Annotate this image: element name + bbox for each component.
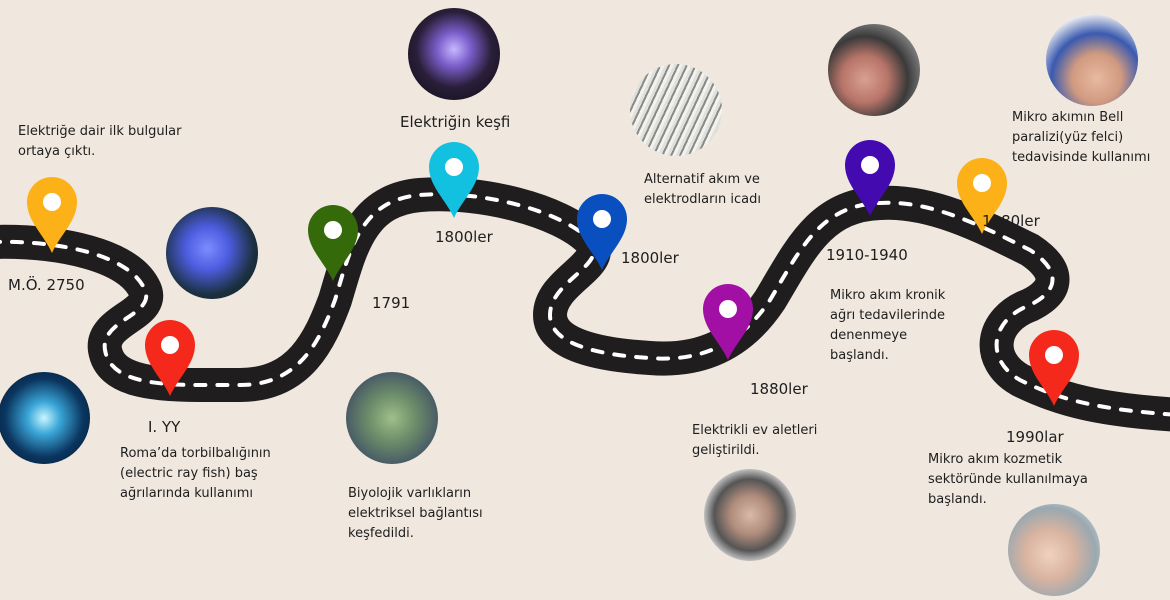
road-center-line [0,192,1170,417]
event-year: 1791 [372,294,411,312]
photo-face-microcurrent-top [1046,14,1138,106]
event-description: Mikro akım kozmetik sektöründe kullanılm… [928,450,1088,510]
map-pin-icon [1029,330,1079,406]
event-description: Elektriğin keşfi [400,112,510,132]
map-pin-icon [429,142,479,218]
event-year: 1990lar [1006,428,1064,446]
photo-glove-therapy [828,24,920,116]
event-year: M.Ö. 2750 [8,276,85,294]
map-pin-icon [957,158,1007,234]
event-year: 1880ler [750,380,808,398]
event-description: Elektrikli ev aletleri geliştirildi. [692,421,817,461]
event-description: Biyolojik varlıkların elektriksel bağlan… [348,484,483,544]
text-line: ortaya çıktı. [18,144,96,159]
map-pin-icon [308,205,358,281]
event-description: Mikro akım kronik ağrı tedavilerinde den… [830,286,945,366]
text-line: paralizi(yüz felci) [1012,130,1124,145]
text-line: Biyolojik varlıkların [348,486,472,501]
event-year: 1800ler [621,249,679,267]
text-line: başlandı. [830,348,889,363]
text-line: Alternatif akım ve [644,172,760,187]
event-description: Alternatif akım ve elektrodların icadı [644,170,761,210]
text-line: ağrılarında kullanımı [120,486,253,501]
text-line: tedavisinde kullanımı [1012,150,1151,165]
text-line: geliştirildi. [692,443,760,458]
map-pin-icon [27,177,77,253]
text-line: (electric ray fish) baş [120,466,258,481]
text-line: Mikro akım kozmetik [928,452,1063,467]
text-line: elektrodların icadı [644,192,761,207]
text-line: Elektriğe dair ilk bulgular [18,124,182,139]
text-line: Roma’da torbilbalığının [120,446,271,461]
text-line: Elektrikli ev aletleri [692,423,818,438]
photo-electrodes [630,64,722,156]
photo-lightning-electrodes [0,372,90,464]
text-line: Elektriğin keşfi [400,113,511,131]
photo-home-appliances [704,469,796,561]
text-line: ağrı tedavilerinde [830,308,945,323]
map-pin-icon [703,284,753,360]
event-description: Roma’da torbilbalığının (electric ray fi… [120,444,271,504]
photo-blue-fish [166,207,258,299]
event-year: 1980ler [982,212,1040,230]
event-description: Mikro akımın Bell paralizi(yüz felci) te… [1012,108,1150,168]
map-pin-icon [845,140,895,216]
event-year: 1800ler [435,228,493,246]
text-line: denenmeye [830,328,908,343]
text-line: elektriksel bağlantısı [348,506,483,521]
photo-face-microcurrent-bottom [1008,504,1100,596]
text-line: keşfedildi. [348,526,414,541]
map-pin-icon [577,194,627,270]
photo-plasma-bulb [408,8,500,100]
map-pin-icon [145,320,195,396]
text-line: Mikro akım kronik [830,288,946,303]
photo-stingray [346,372,438,464]
event-year: 1910-1940 [826,246,908,264]
event-description: Elektriğe dair ilk bulgular ortaya çıktı… [18,122,182,162]
text-line: sektöründe kullanılmaya [928,472,1088,487]
text-line: Mikro akımın Bell [1012,110,1124,125]
text-line: başlandı. [928,492,987,507]
event-year: I. YY [148,418,181,436]
